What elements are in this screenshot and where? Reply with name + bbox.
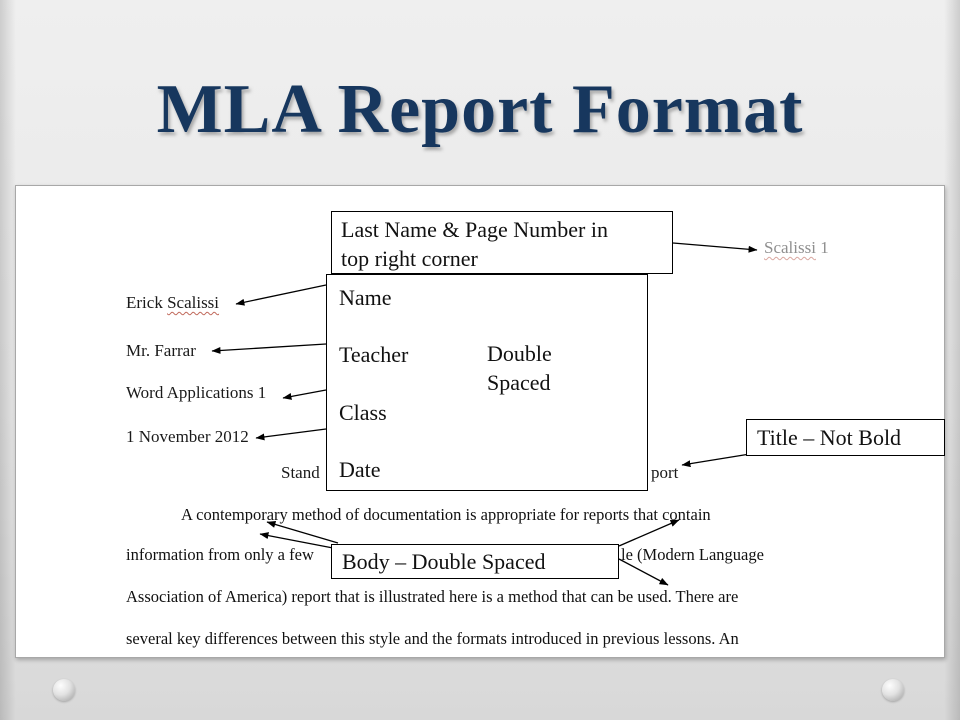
doc-title-fragment-left: Stand (281, 463, 320, 482)
doc-body-line-4: several key differences between this sty… (126, 629, 739, 648)
arrow-header-note-to-pagenumber (672, 242, 758, 253)
field-label-name: Name (339, 285, 392, 310)
arrow-date-to-date-line (255, 428, 327, 441)
doc-author-last: Scalissi (167, 293, 220, 312)
callout-heading-fields: Name Teacher Class Date Double Spaced (326, 274, 648, 491)
doc-title-fragment-right: port (651, 463, 679, 482)
doc-header-lastname: Scalissi (764, 238, 816, 257)
arrow-body-note-left-up (266, 521, 339, 544)
field-label-date: Date (339, 457, 381, 482)
doc-date-line: 1 November 2012 (126, 427, 249, 446)
field-label-class: Class (339, 400, 387, 425)
doc-author-line: Erick Scalissi (126, 293, 219, 313)
arrow-class-to-class-line (282, 389, 327, 400)
doc-page-header: Scalissi 1 (764, 238, 829, 258)
doc-body-line-1: A contemporary method of documentation i… (181, 505, 711, 524)
arrow-teacher-to-teacher-line (211, 343, 327, 354)
callout-header-note: Last Name & Page Number in top right cor… (331, 211, 673, 274)
callout-body-note: Body – Double Spaced (331, 544, 619, 579)
decorative-sphere-left (53, 679, 75, 701)
field-label-teacher: Teacher (339, 342, 409, 367)
double-spaced-label: Double Spaced (487, 341, 552, 396)
doc-header-pagenum: 1 (815, 238, 829, 257)
doc-author-first: Erick (126, 293, 168, 312)
doc-body-line-3: Association of America) report that is i… (126, 587, 739, 606)
doc-body-line-2-right: le (Modern Language (621, 545, 764, 564)
callout-title-note: Title – Not Bold (746, 419, 945, 456)
doc-teacher-line: Mr. Farrar (126, 341, 196, 360)
document-panel: Scalissi 1 Erick Scalissi Mr. Farrar Wor… (15, 185, 945, 658)
doc-class-line: Word Applications 1 (126, 383, 267, 402)
decorative-sphere-right (882, 679, 904, 701)
arrow-title-note-to-doc-title (681, 453, 751, 468)
arrow-name-to-author (235, 284, 327, 306)
slide-title: MLA Report Format (156, 71, 804, 148)
doc-body-line-2-left: information from only a few (126, 545, 314, 564)
